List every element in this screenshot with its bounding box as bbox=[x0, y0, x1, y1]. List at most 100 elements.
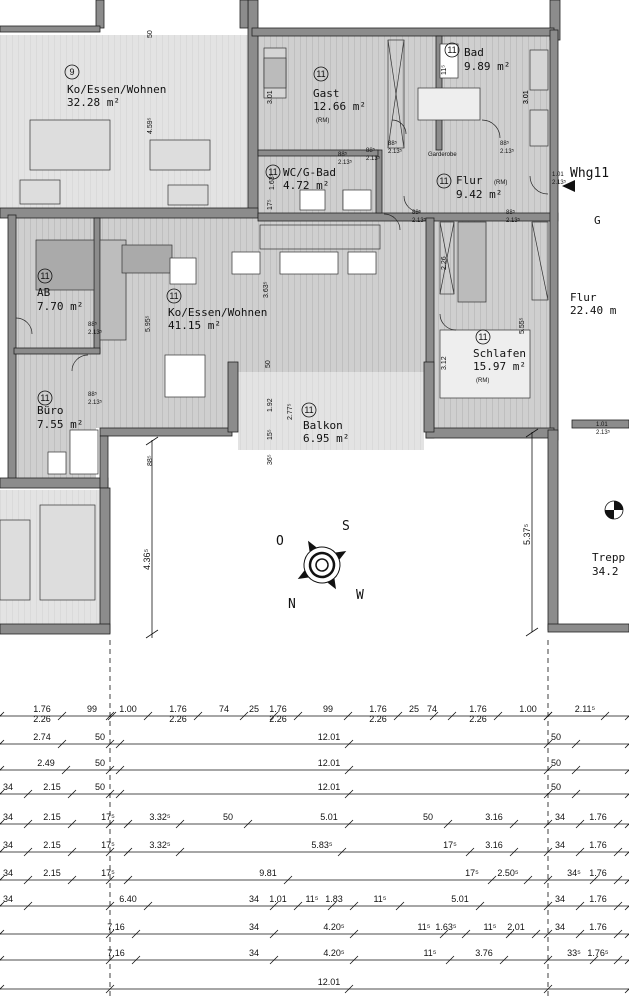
svg-text:1.92: 1.92 bbox=[267, 398, 274, 412]
dimension-tick bbox=[67, 875, 77, 885]
garderobe-label: Garderobe bbox=[428, 152, 457, 158]
dimension-label: 7.16 bbox=[107, 922, 125, 932]
dimension-label: 11⁵ bbox=[417, 922, 430, 932]
svg-text:2.13⁵: 2.13⁵ bbox=[338, 159, 353, 166]
room-flur: 11 Flur 9.42 m² (RM) bbox=[436, 173, 507, 201]
svg-text:Ko/Essen/Wohnen: Ko/Essen/Wohnen bbox=[67, 83, 166, 96]
dimension-label: 2.50⁵ bbox=[497, 868, 519, 878]
dimension-label: 3.32⁵ bbox=[149, 812, 171, 822]
dimension-tick bbox=[105, 984, 115, 994]
dimension-tick bbox=[23, 819, 33, 829]
dimension-tick bbox=[293, 901, 303, 911]
svg-text:11: 11 bbox=[268, 167, 277, 177]
dimension-label: 1.76 bbox=[33, 704, 51, 714]
dimension-label: 33⁵ bbox=[567, 948, 581, 958]
room-ab: 11 AB 7.70 m² bbox=[37, 268, 83, 313]
dimension-tick bbox=[105, 819, 115, 829]
dimension-tick bbox=[543, 901, 553, 911]
dimension-tick bbox=[131, 955, 141, 965]
dimension-tick bbox=[115, 765, 125, 775]
dimension-label: 17⁵ bbox=[101, 868, 115, 878]
dimension-label: 99 bbox=[87, 704, 97, 714]
dimension-label: 6.40 bbox=[119, 894, 137, 904]
dimension-label: 34⁵ bbox=[567, 868, 581, 878]
floor-right-flur bbox=[560, 215, 629, 425]
dimension-label: 34 bbox=[3, 782, 13, 792]
svg-text:7.70 m²: 7.70 m² bbox=[37, 300, 83, 313]
dimension-tick bbox=[105, 875, 115, 885]
svg-text:2.13⁵: 2.13⁵ bbox=[506, 217, 521, 224]
floor-flur bbox=[373, 150, 553, 215]
dimension-tick bbox=[523, 875, 533, 885]
dimension-tick bbox=[283, 875, 293, 885]
dimension-tick bbox=[337, 847, 347, 857]
dimension-tick bbox=[0, 739, 5, 745]
svg-text:Balkon: Balkon bbox=[303, 419, 343, 432]
svg-text:9.89 m²: 9.89 m² bbox=[464, 60, 510, 73]
dimension-tick bbox=[624, 879, 629, 885]
door-label: 1.012.13⁵ bbox=[596, 422, 611, 436]
svg-text:15.97 m²: 15.97 m² bbox=[473, 360, 526, 373]
svg-text:2.13⁵: 2.13⁵ bbox=[88, 329, 103, 336]
trep-label: Trepp bbox=[592, 551, 625, 564]
dimension-tick bbox=[143, 901, 153, 911]
right-flur-label: Flur bbox=[570, 291, 597, 304]
dimension-label: 1.76 bbox=[589, 840, 607, 850]
dimension-label: 12.01 bbox=[318, 977, 341, 987]
dimension-tick bbox=[589, 875, 599, 885]
svg-text:88⁵: 88⁵ bbox=[366, 147, 376, 154]
svg-text:(RM): (RM) bbox=[316, 118, 329, 124]
dimension-label: 17⁵ bbox=[443, 840, 457, 850]
dimension-tick bbox=[105, 955, 115, 965]
dimension-tick bbox=[439, 929, 449, 939]
svg-text:3.01: 3.01 bbox=[267, 90, 274, 104]
dimension-label: 7.16 bbox=[107, 948, 125, 958]
svg-text:4.59⁵: 4.59⁵ bbox=[147, 117, 154, 134]
dimension-label: 50 bbox=[551, 732, 561, 742]
dimension-label: 2.01 bbox=[507, 922, 525, 932]
dimension-tick bbox=[105, 901, 115, 911]
dimension-tick bbox=[575, 819, 585, 829]
dimension-label: 25 bbox=[249, 704, 259, 714]
dimension-tick bbox=[624, 933, 629, 939]
door-label: 1.012.13⁵ bbox=[552, 172, 567, 186]
svg-text:50: 50 bbox=[265, 360, 272, 368]
dimension-tick bbox=[613, 847, 623, 857]
dimension-label: 5.01 bbox=[451, 894, 469, 904]
dimension-label: 2.11⁵ bbox=[575, 704, 596, 714]
dimension-tick bbox=[624, 823, 629, 829]
dim-5-37: 5.37⁵ bbox=[522, 523, 532, 545]
svg-text:4.72 m²: 4.72 m² bbox=[283, 179, 329, 192]
dimension-tick bbox=[461, 929, 471, 939]
svg-text:1.01: 1.01 bbox=[596, 422, 608, 428]
dimension-tick bbox=[105, 739, 115, 749]
dimension-label: 5.01 bbox=[320, 812, 338, 822]
dimension-label: 5.83⁵ bbox=[311, 840, 333, 850]
dimension-tick bbox=[624, 715, 629, 721]
dimension-tick bbox=[57, 739, 67, 749]
dimension-tick bbox=[123, 819, 133, 829]
dimension-label: 1.76 bbox=[589, 894, 607, 904]
dimension-tick bbox=[543, 847, 553, 857]
svg-text:17⁵: 17⁵ bbox=[267, 199, 274, 210]
svg-text:11⁵: 11⁵ bbox=[441, 65, 448, 75]
svg-text:AB: AB bbox=[37, 286, 51, 299]
dimension-tick bbox=[0, 901, 5, 907]
door-swings bbox=[15, 119, 549, 372]
dimension-tick bbox=[57, 711, 67, 721]
dimension-tick bbox=[531, 929, 541, 939]
dimension-label: 12.01 bbox=[318, 782, 341, 792]
svg-text:11: 11 bbox=[304, 405, 313, 415]
dimension-label: 1.76 bbox=[589, 868, 607, 878]
dimension-label: 1.00 bbox=[519, 704, 537, 714]
dimension-tick bbox=[393, 711, 403, 721]
right-side: Whg11 G Flur 22.40 m Trepp 34.2 bbox=[562, 166, 625, 578]
dimension-tick bbox=[269, 929, 279, 939]
level-marker-icon bbox=[604, 500, 624, 520]
dimension-tick bbox=[143, 711, 153, 721]
